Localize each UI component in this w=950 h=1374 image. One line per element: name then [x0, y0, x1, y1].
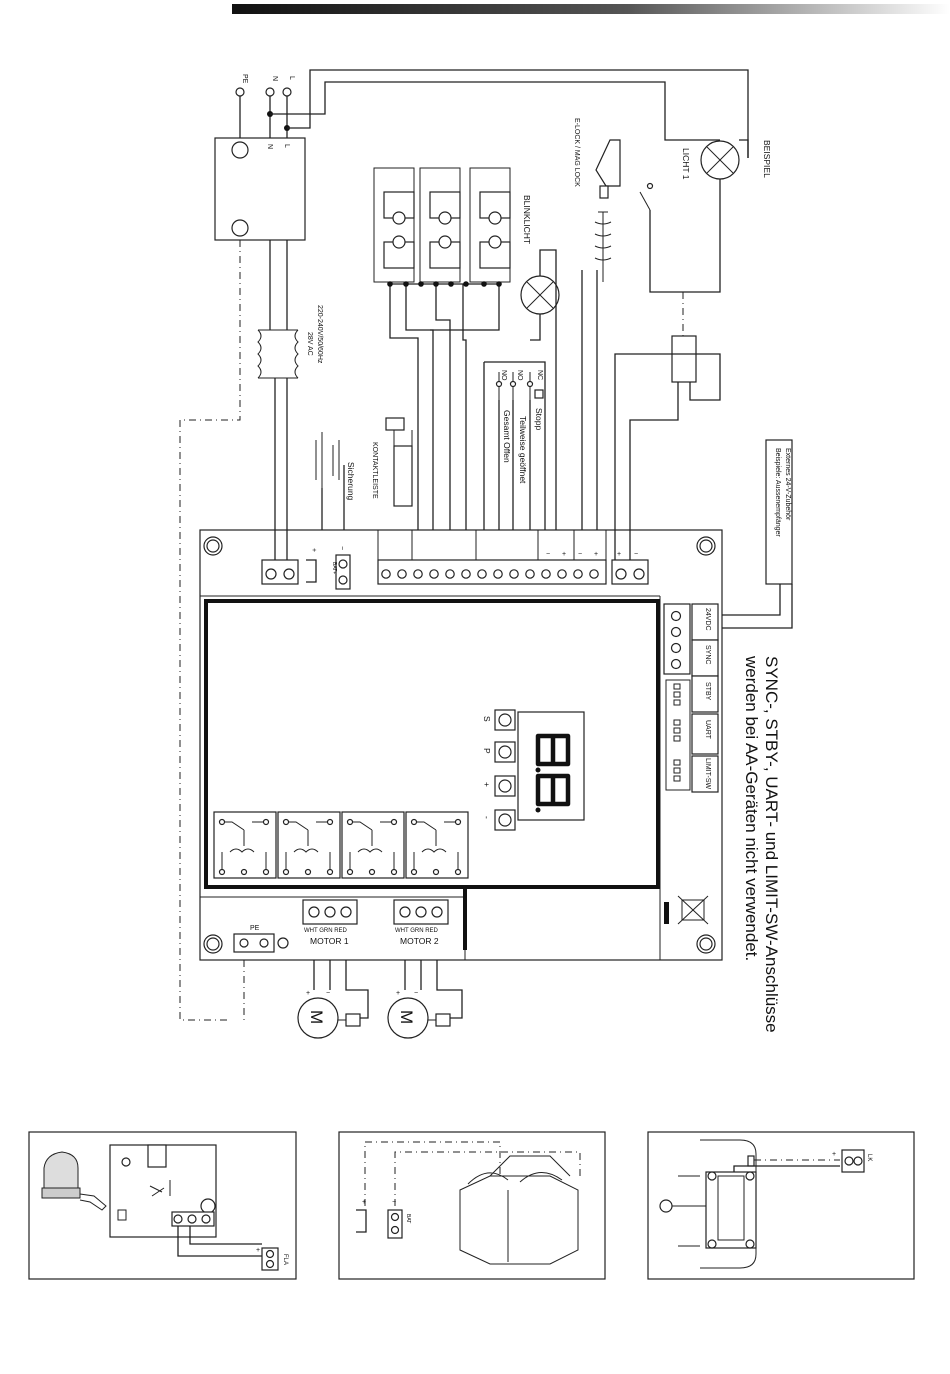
svg-text:+: +: [362, 1199, 366, 1206]
motor1-symbol: M: [307, 1010, 326, 1024]
key-p: P: [482, 748, 492, 754]
svg-text:NC: NC: [536, 370, 543, 380]
motor-1: M + −: [243, 960, 369, 1039]
motor-2: M + −: [387, 960, 463, 1039]
conn-limit-sw: LIMIT-SW: [704, 758, 711, 790]
key-plus: +: [482, 782, 492, 787]
licht-relay: BEISPIEL LICHT 1: [614, 139, 772, 530]
board-keys: S P + -: [482, 709, 516, 831]
blinklicht-led-1: [383, 191, 415, 269]
svg-text:+: +: [562, 551, 566, 558]
external-accessory: Externes 24-V-Zubehör Beispiele: Aussene…: [710, 439, 793, 629]
svg-text:+: +: [256, 1247, 260, 1254]
connector-note: SYNC-, STBY-, UART- und LIMIT-SW-Anschlü…: [742, 655, 781, 1033]
lk-label: LK: [866, 1154, 872, 1161]
svg-text:−: −: [392, 1199, 396, 1206]
conn-sync: SYNC: [704, 645, 711, 664]
blinklicht-led-2: [429, 191, 461, 269]
kontaktleiste: KONTAKTLEISTE: [371, 417, 413, 507]
n-label: N: [271, 76, 278, 81]
relays: [213, 811, 469, 879]
l-label: L: [288, 76, 295, 80]
svg-text:NO: NO: [500, 370, 507, 381]
svg-text:−: −: [414, 990, 418, 997]
motor-terminals: WHT GRN RED WHT GRN RED MOTOR 1 MOTOR 2 …: [233, 899, 449, 953]
svg-text:L: L: [283, 144, 290, 148]
accessory-line1: Externes 24-V-Zubehör: [784, 448, 791, 521]
accessory-line2: Beispiele: Aussenempfänger: [774, 448, 781, 537]
beispiel-label: BEISPIEL: [762, 140, 772, 178]
transformer: 220-240V/50/60Hz 28V AC: [257, 240, 323, 530]
panel-lock: + LK: [647, 1131, 915, 1280]
svg-text:−: −: [338, 546, 345, 550]
stop-label: Stopp: [534, 408, 544, 430]
motor2-label: MOTOR 2: [400, 936, 439, 946]
svg-text:−: −: [634, 551, 638, 558]
warning-lamp: [520, 249, 560, 530]
licht-label: LICHT 1: [681, 148, 691, 180]
conn-stby: STBY: [704, 682, 711, 701]
svg-text:+: +: [310, 548, 317, 552]
fla-label: FLA: [282, 1254, 288, 1265]
terminal-screws: [381, 569, 599, 579]
transformer-output: 28V AC: [306, 332, 313, 356]
fuse: Sicherung: [315, 432, 356, 530]
svg-text:−: −: [578, 551, 582, 558]
conn-uart: UART: [704, 720, 711, 740]
key-minus: -: [482, 816, 492, 819]
kontaktleiste-label: KONTAKTLEISTE: [371, 442, 378, 499]
svg-text:+: +: [617, 551, 621, 558]
control-board: + − BAT+ − + − + + −: [199, 529, 723, 961]
svg-text:−: −: [326, 990, 330, 997]
conn-24vdc: 24VDC: [704, 608, 711, 631]
note-line2: werden bei AA-Geräten nicht verwendet.: [742, 655, 761, 961]
elock: E-LOCK / MAG LOCK: [573, 118, 621, 530]
svg-text:−: −: [546, 551, 550, 558]
seven-segment-display: [517, 711, 585, 821]
blinklicht-led-3: [479, 191, 511, 269]
pe-label: PE: [241, 74, 248, 84]
svg-text:BAT+: BAT+: [331, 562, 337, 574]
partial-label: Teilweise geöffnet: [518, 416, 528, 484]
svg-text:+: +: [594, 551, 598, 558]
header-gradient-bar: [232, 4, 950, 14]
svg-text:N: N: [266, 144, 273, 149]
power-supply-box: N L: [214, 137, 306, 241]
svg-text:+: +: [832, 1151, 836, 1158]
elock-label: E-LOCK / MAG LOCK: [573, 118, 580, 187]
fuse-label: Sicherung: [346, 462, 356, 501]
svg-text:+: +: [396, 990, 400, 997]
panel-flash-light: + FLA: [28, 1131, 297, 1280]
bat-label: BAT: [405, 1214, 411, 1223]
weee-bin-icon: [664, 895, 709, 925]
blinklicht-label: BLINKLICHT: [522, 195, 532, 244]
blinklicht-group: BLINKLICHT: [373, 167, 532, 530]
svg-text:WHT GRN RED: WHT GRN RED: [395, 928, 439, 934]
svg-text:PE: PE: [250, 925, 260, 932]
push-buttons: NO NO NC Stopp Teilweise geöffnet Gesamt…: [483, 361, 546, 530]
panel-battery: + − BAT: [338, 1131, 606, 1280]
svg-text:+: +: [306, 990, 310, 997]
small-header-pins: [673, 683, 681, 782]
transformer-spec: 220-240V/50/60Hz: [316, 305, 323, 364]
svg-text:WHT GRN RED: WHT GRN RED: [304, 928, 348, 934]
full-label: Gesamt Offen: [502, 410, 512, 463]
motor2-symbol: M: [397, 1010, 416, 1024]
key-s: S: [482, 716, 492, 722]
note-line1: SYNC-, STBY-, UART- und LIMIT-SW-Anschlü…: [762, 656, 781, 1033]
motor1-label: MOTOR 1: [310, 936, 349, 946]
svg-text:NO: NO: [516, 370, 523, 381]
pe-ground-line: [179, 240, 241, 1021]
mains-terminals: PE N L: [235, 69, 749, 158]
